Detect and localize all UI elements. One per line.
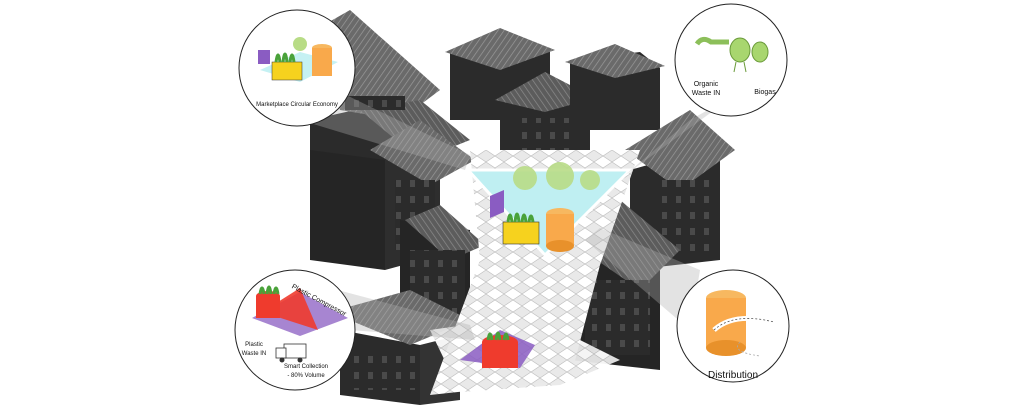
distribution-label: Distribution bbox=[708, 370, 758, 381]
smart-collection-label: Smart Collection bbox=[284, 364, 328, 370]
callout-biogas: Organic Waste IN Biogas bbox=[674, 3, 788, 117]
callout-distribution: Distribution bbox=[676, 269, 790, 383]
building-top-right bbox=[565, 44, 665, 130]
marketplace-plaza bbox=[464, 162, 634, 258]
callout-plastic: Plastic Compressor Plastic Waste IN Smar… bbox=[234, 269, 356, 391]
callout-marketplace: Marketplace Circular Economy bbox=[238, 9, 356, 127]
plastic-node bbox=[460, 330, 535, 368]
marketplace-label: Marketplace Circular Economy bbox=[256, 102, 338, 108]
plastic-label: Plastic bbox=[245, 342, 263, 348]
volume-label: - 80% Volume bbox=[287, 373, 325, 379]
biogas-organic-label: Organic bbox=[694, 81, 719, 88]
biogas-waste-in-label: Waste IN bbox=[692, 90, 721, 97]
biogas-label: Biogas bbox=[754, 89, 776, 96]
plastic-waste-in-label: Waste IN bbox=[242, 351, 266, 357]
